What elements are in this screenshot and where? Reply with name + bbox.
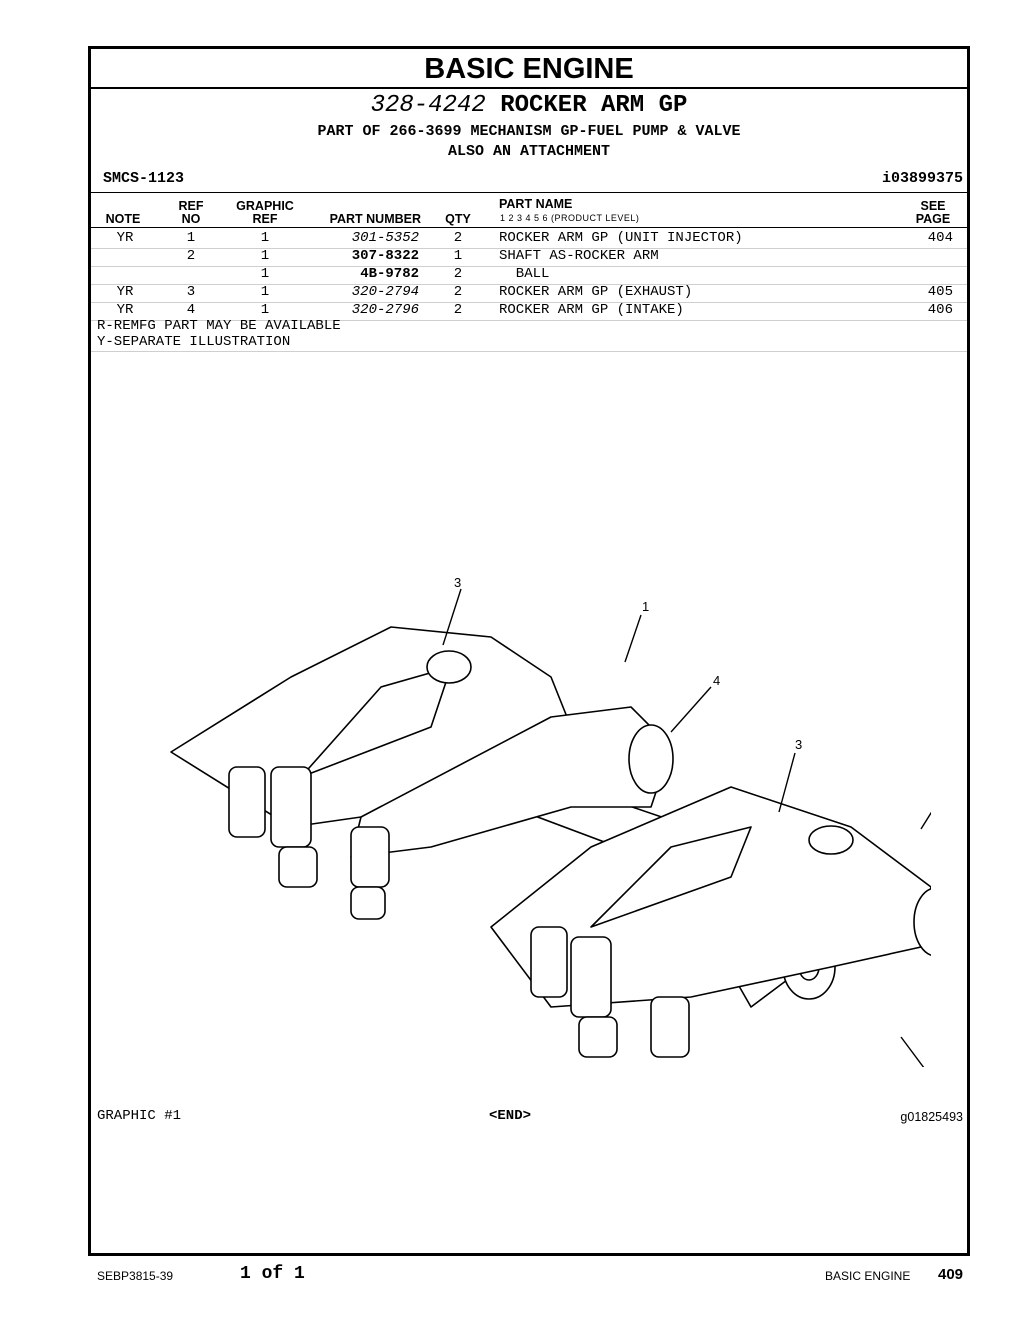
- row-graphic-ref: 1: [260, 266, 270, 282]
- header-note: NOTE: [105, 212, 141, 226]
- lower-rocker-bore: [808, 825, 854, 855]
- group-number: 328-4242: [370, 92, 486, 119]
- section-banner: BASIC ENGINE: [91, 49, 967, 89]
- header-ref-bottom: NO: [181, 212, 201, 226]
- header-product-level: 1 2 3 4 5 6 (PRODUCT LEVEL): [500, 213, 640, 223]
- row-note: YR: [116, 284, 134, 300]
- lower-intake-bore: [913, 888, 931, 956]
- row-note: YR: [116, 302, 134, 318]
- lower-adjuster-3: [650, 996, 690, 1058]
- row-part-number[interactable]: 320-2796: [351, 302, 419, 318]
- row-see-page[interactable]: 405: [927, 284, 953, 300]
- row-qty: 2: [453, 230, 463, 246]
- upper-adjuster-3-foot: [350, 886, 386, 920]
- page-frame: BASIC ENGINE 328-4242 ROCKER ARM GP PART…: [88, 46, 970, 1256]
- footer-page-number: 409: [938, 1266, 964, 1283]
- row-part-name: ROCKER ARM GP (INTAKE): [499, 302, 684, 318]
- part-of-line: PART OF 266-3699 MECHANISM GP-FUEL PUMP …: [317, 123, 741, 140]
- row-divider: [91, 266, 967, 267]
- upper-adjuster-3: [350, 826, 390, 888]
- attachment-line: ALSO AN ATTACHMENT: [447, 143, 611, 160]
- note-remfg: R-REMFG PART MAY BE AVAILABLE: [97, 318, 341, 334]
- row-graphic-ref: 1: [260, 302, 270, 318]
- callout-label: 3: [795, 737, 802, 752]
- table-row[interactable]: YR 3 1 320-2794 2 ROCKER ARM GP (EXHAUST…: [91, 284, 967, 302]
- row-divider: [91, 320, 967, 321]
- row-ref: 4: [186, 302, 196, 318]
- row-part-number[interactable]: 307-8322: [351, 248, 419, 264]
- callout-leaders: [442, 588, 931, 1067]
- header-graphic-bottom: REF: [252, 212, 278, 226]
- row-qty: 2: [453, 266, 463, 282]
- row-ref: 1: [186, 230, 196, 246]
- row-graphic-ref: 1: [260, 248, 270, 264]
- row-part-number[interactable]: 4B-9782: [360, 266, 419, 282]
- header-graphic-top: GRAPHIC: [236, 199, 294, 213]
- row-see-page[interactable]: 406: [927, 302, 953, 318]
- table-header-rule: [91, 227, 967, 228]
- upper-adjuster-2: [270, 766, 312, 848]
- group-name: ROCKER ARM GP: [500, 92, 688, 119]
- row-see-page[interactable]: 404: [927, 230, 953, 246]
- row-part-name: ROCKER ARM GP (UNIT INJECTOR): [499, 230, 743, 246]
- row-graphic-ref: 1: [260, 230, 270, 246]
- table-row[interactable]: YR 1 1 301-5352 2 ROCKER ARM GP (UNIT IN…: [91, 230, 967, 248]
- row-part-number[interactable]: 320-2794: [351, 284, 419, 300]
- lower-adjuster-foot: [578, 1016, 618, 1058]
- footer-page-count: 1 of 1: [240, 1264, 305, 1284]
- notes-divider: [91, 351, 967, 352]
- row-divider: [91, 302, 967, 303]
- table-row[interactable]: YR 4 1 320-2796 2 ROCKER ARM GP (INTAKE)…: [91, 302, 967, 320]
- row-note: YR: [116, 230, 134, 246]
- lower-adjuster-2: [570, 936, 612, 1018]
- divider: [91, 192, 967, 193]
- header-ref-top: REF: [178, 199, 204, 213]
- callout-label: 4: [713, 673, 720, 688]
- header-part-name: PART NAME: [499, 197, 573, 211]
- lower-adjuster-1: [530, 926, 568, 998]
- row-part-name: SHAFT AS-ROCKER ARM: [499, 248, 659, 264]
- group-title: 328-4242 ROCKER ARM GP: [91, 92, 967, 119]
- row-part-name: ROCKER ARM GP (EXHAUST): [499, 284, 693, 300]
- lower-rocker-pad: [590, 826, 752, 928]
- footer-doc-id: SEBP3815-39: [97, 1269, 174, 1283]
- upper-adjuster-foot: [278, 846, 318, 888]
- row-divider: [91, 284, 967, 285]
- row-divider: [91, 248, 967, 249]
- notes-legend: R-REMFG PART MAY BE AVAILABLE Y-SEPARATE…: [97, 318, 341, 350]
- row-ref: 3: [186, 284, 196, 300]
- header-part-number: PART NUMBER: [329, 212, 421, 226]
- upper-rocker-bore: [426, 650, 472, 684]
- row-ref: 2: [186, 248, 196, 264]
- illustration-id: i03899375: [881, 170, 963, 187]
- header-see-top: SEE: [920, 199, 946, 213]
- upper-intake-bore: [628, 724, 674, 794]
- row-part-name: BALL: [499, 266, 550, 282]
- row-graphic-ref: 1: [260, 284, 270, 300]
- header-see-bottom: PAGE: [915, 212, 951, 226]
- graphic-id: g01825493: [900, 1110, 963, 1124]
- end-label: <END>: [489, 1108, 532, 1124]
- header-qty: QTY: [445, 212, 471, 226]
- note-separate-illustration: Y-SEPARATE ILLUSTRATION: [97, 333, 291, 350]
- table-row[interactable]: 2 1 307-8322 1 SHAFT AS-ROCKER ARM: [91, 248, 967, 266]
- row-qty: 2: [453, 302, 463, 318]
- graphic-label: GRAPHIC #1: [97, 1108, 182, 1124]
- table-row[interactable]: 1 4B-9782 2 BALL: [91, 266, 967, 284]
- row-qty: 1: [453, 248, 463, 264]
- row-qty: 2: [453, 284, 463, 300]
- upper-adjuster-1: [228, 766, 266, 838]
- smcs-code: SMCS-1123: [103, 170, 185, 187]
- row-part-number[interactable]: 301-5352: [351, 230, 419, 246]
- footer-section: BASIC ENGINE: [825, 1269, 911, 1283]
- rocker-arm-illustration: 3 1 4 3 1 4 2: [170, 575, 931, 1067]
- callout-label: 1: [642, 599, 649, 614]
- callout-label: 3: [454, 575, 461, 590]
